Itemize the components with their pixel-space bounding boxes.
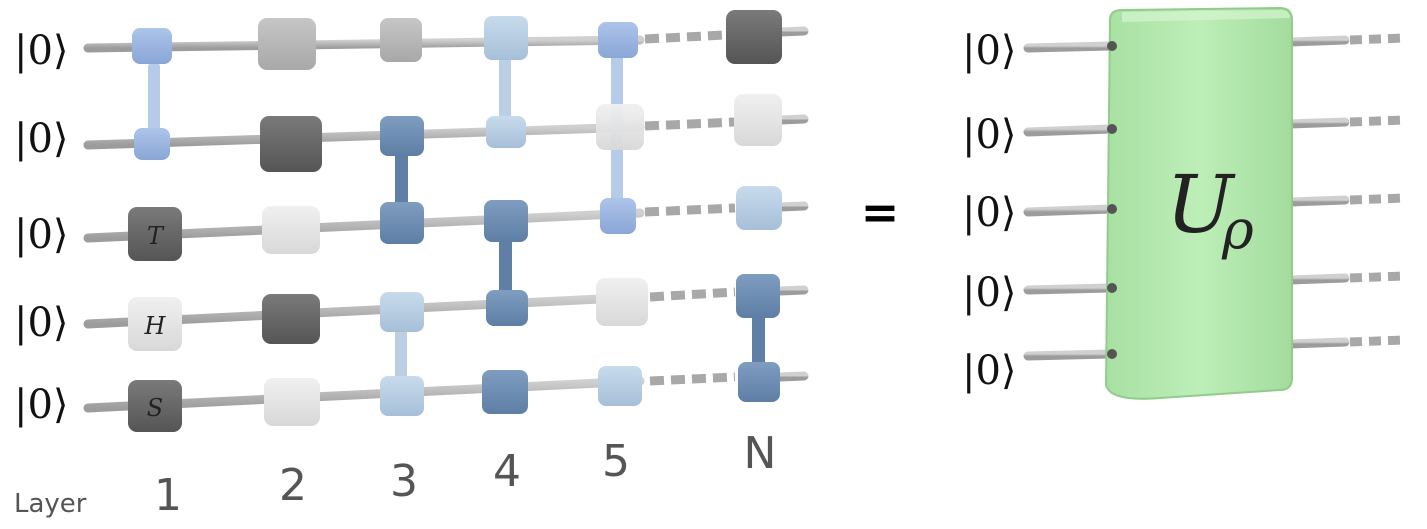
right-qubit-label: |0⟩ (962, 348, 1017, 394)
gate-t (128, 207, 182, 261)
left-wires (83, 26, 809, 413)
gate-control (380, 202, 424, 244)
output-wire (1285, 337, 1350, 349)
gate-single (726, 10, 782, 64)
gate-single (262, 294, 320, 344)
unitary-block: U ρ (1104, 6, 1293, 400)
output-wire (1285, 273, 1350, 285)
wire-dashed (649, 372, 736, 386)
gate-control (134, 128, 170, 160)
right-wires (1023, 33, 1406, 361)
gate-h-label: H (144, 312, 167, 340)
wire-stub (775, 114, 809, 125)
input-wire (1023, 41, 1115, 53)
gate-control (380, 292, 424, 332)
gate-control (380, 116, 424, 156)
output-wire (1285, 35, 1350, 47)
gate-t-label: T (147, 222, 165, 250)
wire-dashed (644, 30, 726, 44)
wire-stub (775, 201, 809, 212)
layer-number: 3 (390, 456, 418, 507)
left-qubit-label: |0⟩ (14, 116, 69, 162)
gate-single (598, 366, 642, 406)
input-wire (1023, 349, 1115, 361)
left-qubit-label: |0⟩ (14, 28, 69, 74)
wire-dashed (644, 117, 736, 131)
gate-single (262, 206, 320, 254)
gate-single (734, 94, 782, 146)
layer-caption: Layer (14, 489, 87, 519)
connector-layer4-a (499, 48, 511, 120)
left-qubit-label: |0⟩ (14, 212, 69, 258)
input-wire (1023, 283, 1115, 295)
gate-single (260, 116, 322, 172)
wire-stub (775, 371, 809, 382)
gate-control (380, 376, 424, 416)
wire-stub (775, 26, 809, 37)
wire-stub (775, 285, 809, 296)
gate-single (380, 18, 422, 62)
qubit-wire (83, 35, 645, 53)
gate-control (736, 274, 780, 318)
input-wire (1023, 124, 1115, 137)
unitary-subscript: ρ (1221, 198, 1254, 261)
wire-dashed (644, 203, 736, 217)
port-dot (1107, 283, 1117, 293)
connector-layer4-b (499, 230, 512, 302)
gate-control (600, 198, 636, 234)
gate-single (596, 104, 644, 150)
layer-number: 2 (279, 460, 307, 511)
gate-control (598, 22, 638, 58)
output-wire-dashed (1349, 115, 1406, 127)
unitary-top-highlight (1122, 10, 1290, 22)
layer-number: 4 (493, 446, 521, 497)
port-dot (1107, 41, 1117, 51)
left-qubit-label: |0⟩ (14, 382, 69, 428)
gate-single (264, 378, 320, 426)
connector-layer3-b (395, 318, 407, 382)
gate-h (128, 297, 182, 351)
layer-number: 1 (154, 470, 182, 521)
layer-number: 5 (602, 436, 630, 487)
connector-layerN (752, 310, 765, 372)
right-qubit-label: |0⟩ (962, 270, 1017, 316)
gate-control (132, 28, 172, 64)
port-dot (1107, 349, 1117, 359)
gate-control (484, 200, 528, 242)
gate-control (486, 290, 528, 326)
gates: T H S (128, 10, 782, 432)
wire-dashed (649, 287, 736, 302)
gate-single (596, 278, 648, 326)
output-wire-dashed (1349, 335, 1406, 347)
right-qubit-label: |0⟩ (962, 112, 1017, 158)
gate-control (738, 362, 780, 402)
port-dot (1107, 124, 1117, 134)
output-wire (1285, 117, 1350, 129)
layer-number: N (744, 428, 777, 479)
gate-single (736, 186, 782, 230)
gate-single (482, 370, 528, 414)
output-wire-dashed (1349, 33, 1406, 45)
output-wire-dashed (1349, 193, 1406, 205)
input-wire (1023, 204, 1115, 217)
gate-control (484, 16, 528, 60)
left-qubit-label: |0⟩ (14, 300, 69, 346)
unitary-body (1104, 6, 1293, 400)
right-qubit-label: |0⟩ (962, 190, 1017, 236)
qubit-wire (83, 122, 645, 150)
gate-s (128, 380, 182, 432)
output-wire-dashed (1349, 271, 1406, 283)
right-qubit-label: |0⟩ (962, 28, 1017, 74)
output-wire (1285, 195, 1350, 207)
equals-sign: = (861, 185, 900, 239)
gate-single (258, 18, 316, 70)
gate-control (486, 116, 526, 148)
gate-s-label: S (147, 394, 163, 422)
connector-layer1 (148, 62, 160, 134)
connector-layer3-a (395, 144, 408, 214)
unitary-symbol: U (1166, 158, 1236, 251)
port-dot (1107, 204, 1117, 214)
